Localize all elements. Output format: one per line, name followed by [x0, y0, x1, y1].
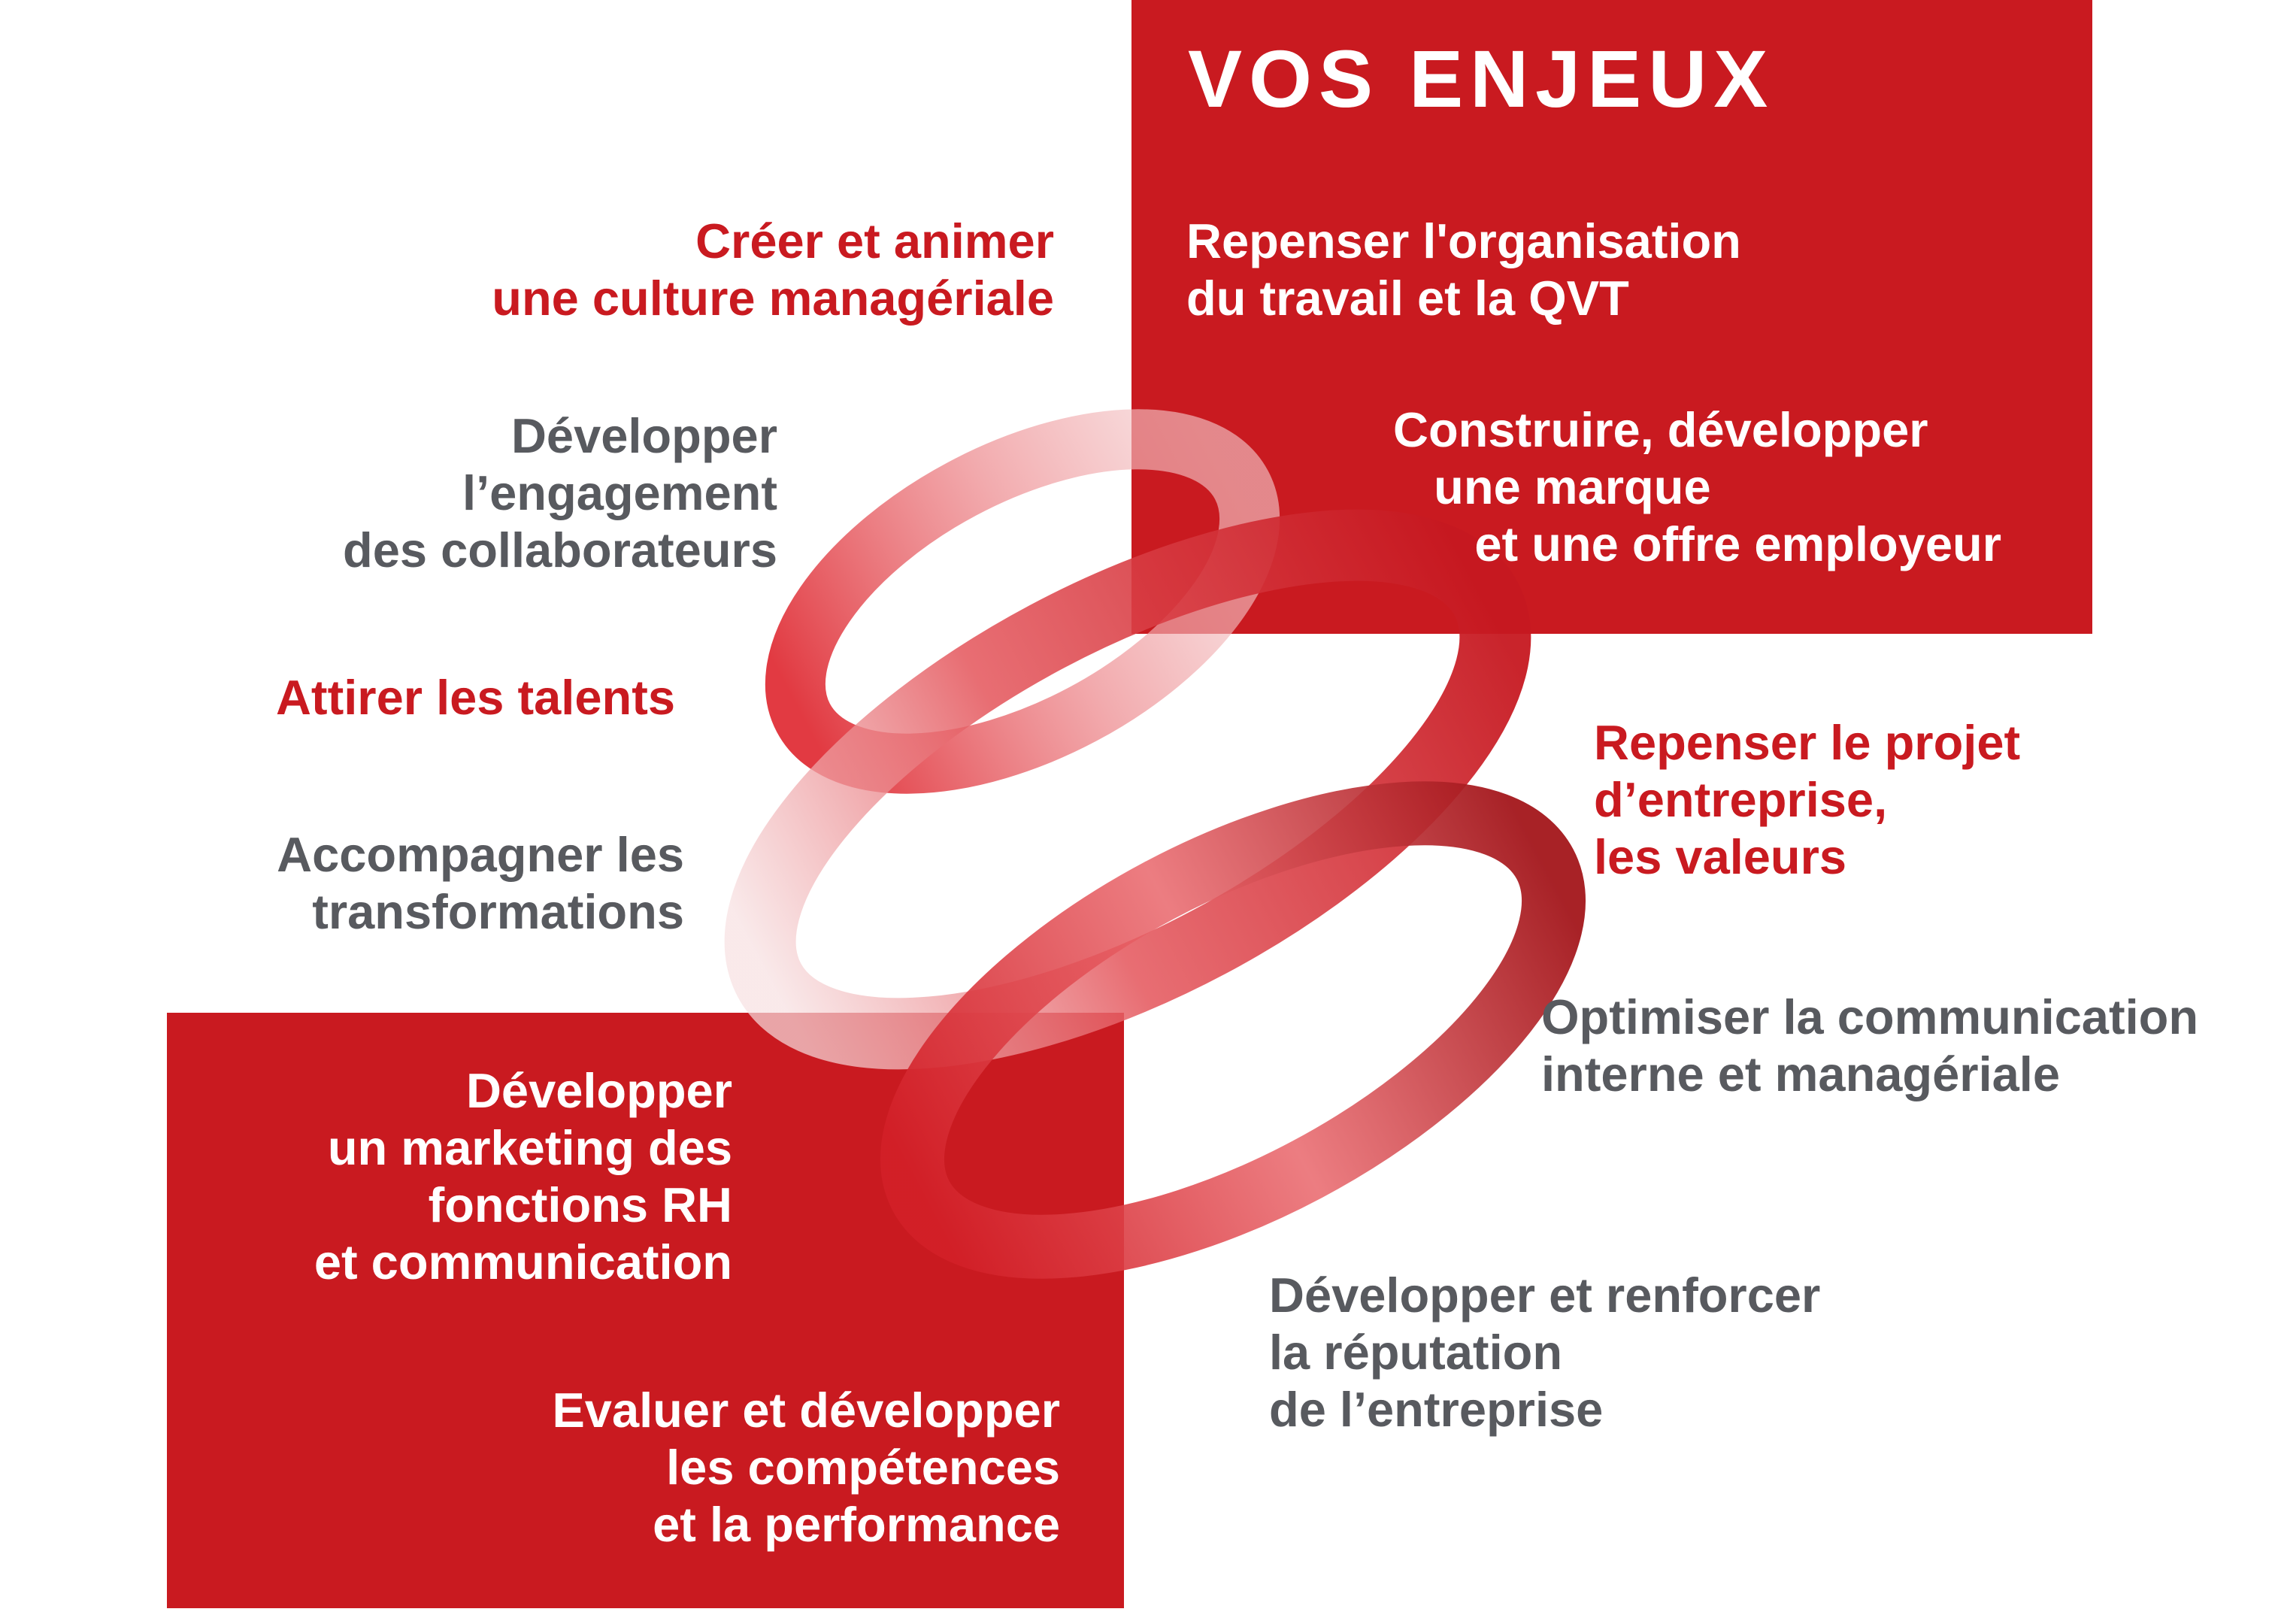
label-accompagner-transformations: Accompagner les transformations: [277, 827, 684, 939]
label-organisation-travail-qvt: Repenser l'organisation du travail et la…: [1186, 214, 1741, 326]
label-reputation-entreprise: Développer et renforcer la réputation de…: [1269, 1268, 1821, 1437]
label-marketing-fonctions-rh: Développer un marketing des fonctions RH…: [314, 1063, 732, 1289]
label-engagement-collaborateurs: Développer l’engagement des collaborateu…: [343, 408, 777, 577]
ribbon-middle: [724, 509, 1531, 1070]
label-marque-employeur: Construire, développer une marque et une…: [1393, 402, 2002, 571]
challenges-panel-bottom-left: [167, 1013, 1124, 1608]
label-attirer-talents: Attirer les talents: [275, 670, 675, 725]
label-culture-manageriale: Créer et animer une culture managériale: [492, 214, 1054, 326]
ribbon-top: [765, 409, 1280, 794]
label-competences-performance: Evaluer et développer les compétences et…: [552, 1383, 1060, 1552]
page-title: VOS ENJEUX: [1188, 33, 1775, 124]
label-communication-interne: Optimiser la communication interne et ma…: [1541, 989, 2199, 1101]
ribbon-bottom: [880, 781, 1586, 1279]
label-projet-entreprise-valeurs: Repenser le projet d’entreprise, les val…: [1594, 715, 2021, 884]
